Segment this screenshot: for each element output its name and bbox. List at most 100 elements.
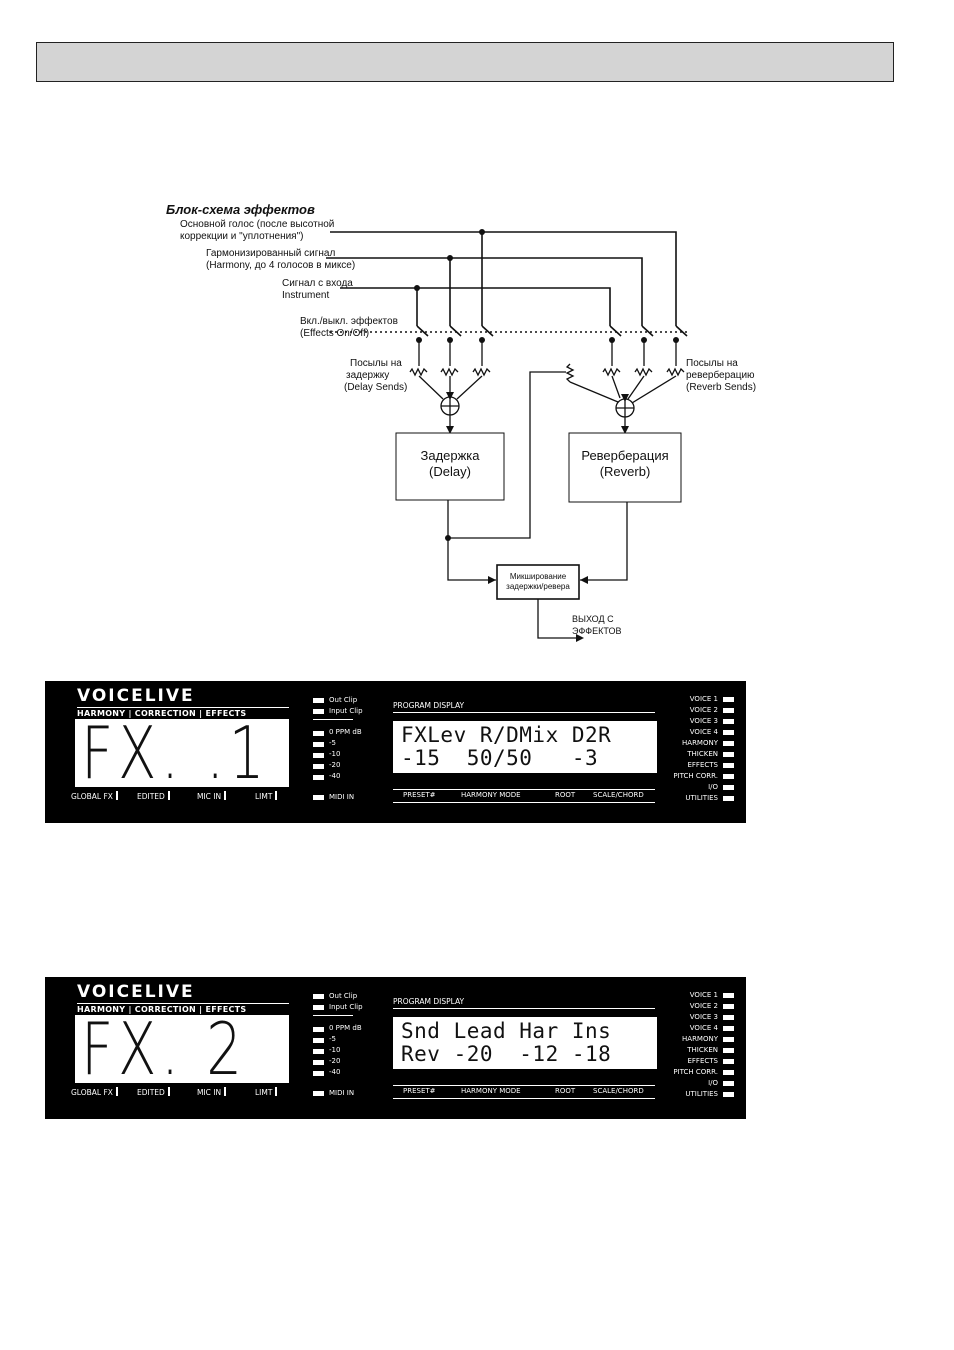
meter-led [313, 1071, 324, 1076]
scale-chord-button[interactable]: SCALE/CHORD [593, 1087, 644, 1095]
meter-led [313, 775, 324, 780]
effects-block-diagram: Блок-схема эффектов Основной голос (посл… [160, 196, 800, 646]
program-display-line1: Snd Lead Har Ins [401, 1019, 612, 1043]
menu-voice4[interactable]: VOICE 4 [689, 1024, 718, 1032]
out-clip-label: Out Clip [329, 992, 358, 1000]
input-clip-led [313, 1005, 324, 1010]
program-display-title: PROGRAM DISPLAY [393, 997, 655, 1009]
lead-vocal-label-2: коррекции и "уплотнения") [180, 231, 304, 242]
menu-io[interactable]: I/O [708, 1079, 718, 1087]
menu-voice3[interactable]: VOICE 3 [689, 1013, 718, 1021]
out-clip-led [313, 698, 324, 703]
delay-sends-label: Посылы на [350, 358, 402, 369]
mic-in-label: MIC IN [197, 791, 226, 801]
menu-led [723, 708, 734, 713]
preset-button[interactable]: PRESET# [403, 791, 436, 799]
out-clip-label: Out Clip [329, 696, 358, 704]
menu-harmony[interactable]: HARMONY [682, 1035, 718, 1043]
meter-label: -40 [329, 1068, 341, 1076]
brand-logo: VOICELIVE [77, 982, 195, 1002]
harmony-signal-label: Гармонизированный сигнал [206, 248, 336, 259]
menu-led [723, 1015, 734, 1020]
program-display-line1: FXLev R/DMix D2R [401, 723, 612, 747]
menu-utilities[interactable]: UTILITIES [685, 794, 718, 802]
menu-io[interactable]: I/O [708, 783, 718, 791]
limit-label: LIMT [255, 1087, 277, 1097]
harmony-signal-label-2: (Harmony, до 4 голосов в миксе) [206, 260, 356, 271]
meter-label: -20 [329, 1057, 341, 1065]
menu-led [723, 730, 734, 735]
meter-label: 0 PPM dB [329, 728, 362, 736]
scale-chord-button[interactable]: SCALE/CHORD [593, 791, 644, 799]
segment-display: FX. .1 [75, 719, 289, 787]
menu-voice2[interactable]: VOICE 2 [689, 706, 718, 714]
global-fx-label: GLOBAL FX [71, 791, 118, 801]
menu-led [723, 993, 734, 998]
root-button[interactable]: ROOT [555, 1087, 576, 1095]
meter-led [313, 1038, 324, 1043]
menu-led [723, 1004, 734, 1009]
root-button[interactable]: ROOT [555, 791, 576, 799]
menu-led [723, 1026, 734, 1031]
effects-switch-label-2: (Effects On/Off) [300, 328, 370, 339]
menu-led [723, 785, 734, 790]
menu-utilities[interactable]: UTILITIES [685, 1090, 718, 1098]
reverb-box-label: Реверберация [581, 448, 669, 463]
mix-box-label: Микширование [509, 572, 567, 581]
input-clip-label: Input Clip [329, 707, 363, 715]
menu-led [723, 752, 734, 757]
menu-voice4[interactable]: VOICE 4 [689, 728, 718, 736]
meter-led [313, 1049, 324, 1054]
preset-button[interactable]: PRESET# [403, 1087, 436, 1095]
menu-voice1[interactable]: VOICE 1 [689, 991, 718, 999]
meter-led [313, 1027, 324, 1032]
edited-label: EDITED [137, 791, 170, 801]
menu-effects[interactable]: EFFECTS [687, 761, 718, 769]
mix-box-label-2: задержки/ревера [506, 582, 570, 591]
menu-voice2[interactable]: VOICE 2 [689, 1002, 718, 1010]
menu-voice3[interactable]: VOICE 3 [689, 717, 718, 725]
program-display-line2: Rev -20 -12 -18 [401, 1042, 612, 1066]
voicelive-panel-fx1: VOICELIVE HARMONY | CORRECTION | EFFECTS… [45, 681, 746, 823]
out-clip-led [313, 994, 324, 999]
menu-pitch-corr[interactable]: PITCH CORR. [673, 1068, 718, 1076]
delay-box-label: Задержка [420, 448, 480, 463]
menu-led [723, 796, 734, 801]
reverb-sends-label: Посылы на [686, 358, 738, 369]
menu-led [723, 1081, 734, 1086]
diagram-title: Блок-схема эффектов [166, 202, 315, 217]
midi-in-label: MIDI IN [329, 793, 355, 801]
program-display: Snd Lead Har Ins Rev -20 -12 -18 [393, 1017, 657, 1069]
meter-label: -40 [329, 772, 341, 780]
effects-output-label-2: ЭФФЕКТОВ [572, 626, 622, 636]
menu-thicken[interactable]: THICKEN [687, 750, 718, 758]
delay-sends-label-3: (Delay Sends) [344, 382, 408, 393]
harmony-mode-button[interactable]: HARMONY MODE [461, 1087, 521, 1095]
menu-effects[interactable]: EFFECTS [687, 1057, 718, 1065]
menu-thicken[interactable]: THICKEN [687, 1046, 718, 1054]
delay-sends-label-2: задержку [346, 370, 390, 381]
reverb-box-label-2: (Reverb) [599, 464, 651, 479]
harmony-mode-button[interactable]: HARMONY MODE [461, 791, 521, 799]
instrument-signal-label-2: Instrument [282, 290, 330, 301]
menu-led [723, 763, 734, 768]
midi-in-label: MIDI IN [329, 1089, 355, 1097]
meter-label: -5 [329, 739, 336, 747]
menu-led [723, 697, 734, 702]
segment-display: FX. 2 [75, 1015, 289, 1083]
program-display-line2: -15 50/50 -3 [401, 746, 599, 770]
meter-label: -20 [329, 761, 341, 769]
meter-led [313, 764, 324, 769]
instrument-signal-label: Сигнал с входа [282, 278, 353, 289]
delay-box-label-2: (Delay) [429, 464, 471, 479]
menu-pitch-corr[interactable]: PITCH CORR. [673, 772, 718, 780]
page-header-bar [36, 42, 894, 82]
menu-harmony[interactable]: HARMONY [682, 739, 718, 747]
menu-voice1[interactable]: VOICE 1 [689, 695, 718, 703]
menu-led [723, 774, 734, 779]
input-clip-label: Input Clip [329, 1003, 363, 1011]
edited-label: EDITED [137, 1087, 170, 1097]
program-display: FXLev R/DMix D2R -15 50/50 -3 [393, 721, 657, 773]
input-clip-led [313, 709, 324, 714]
meter-led [313, 753, 324, 758]
